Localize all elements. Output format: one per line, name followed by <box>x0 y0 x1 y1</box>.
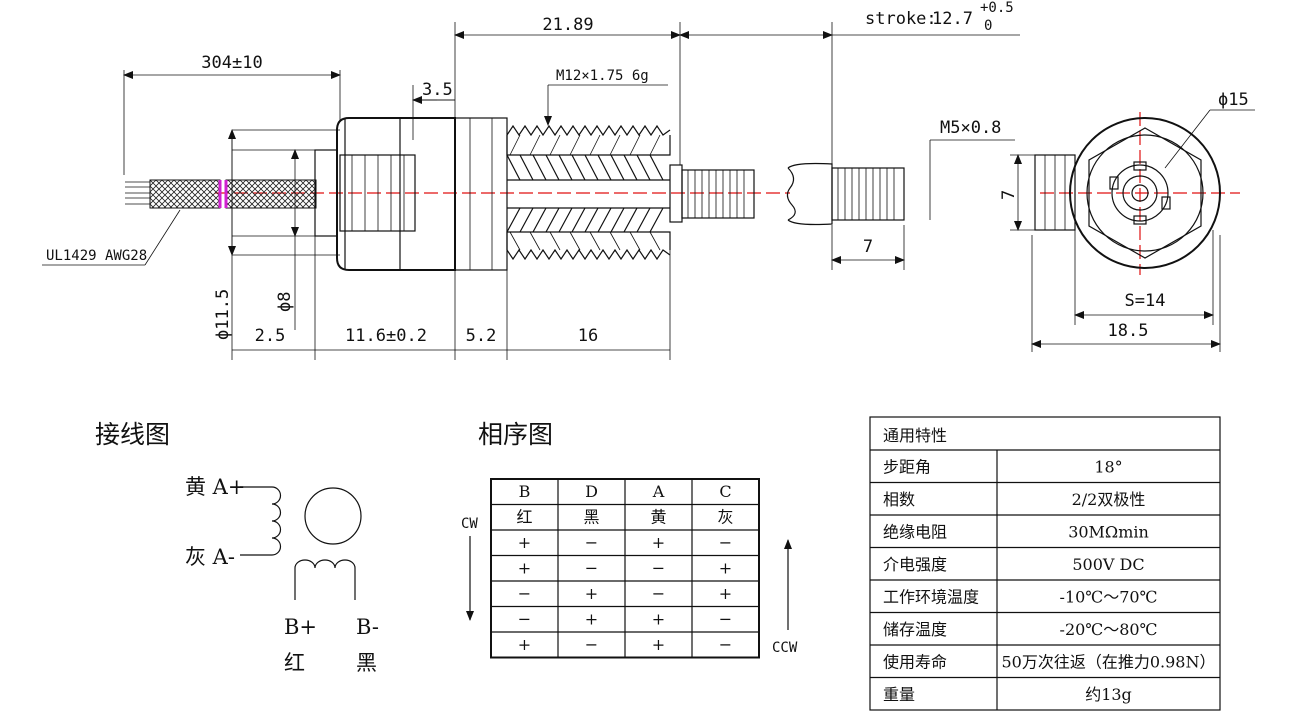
phase-cell: + <box>719 584 732 603</box>
phase-cell: + <box>652 635 665 654</box>
phase-ccw-label: CCW <box>772 640 798 656</box>
phase-color: 灰 <box>717 507 733 526</box>
spec-value: 2/2双极性 <box>1072 490 1146 509</box>
phase-cell: − <box>652 558 665 577</box>
coil-b <box>294 559 356 600</box>
spec-label: 储存温度 <box>883 620 947 639</box>
spec-value: 30MΩmin <box>1068 522 1149 541</box>
dim-lead-length: 304±10 <box>201 53 262 73</box>
wiring-a-plus: 黄 A+ <box>185 475 245 499</box>
spec-value: 50万次往返（在推力0.98N） <box>1002 652 1216 671</box>
spec-label: 步距角 <box>883 457 931 476</box>
phase-cw-label: CW <box>461 516 478 532</box>
phase-table: B D A C 红 黑 黄 灰 + − + − + − − + − + − + − + + − + − + − <box>490 478 760 659</box>
phase-cell: − <box>719 609 732 628</box>
dim-height-7: 7 <box>999 190 1019 200</box>
phase-sequence: 相序图 CW CCW B D A C 红 黑 黄 灰 + − + − + − − + − + − + − + + − + − + − <box>461 420 798 659</box>
motor-body <box>336 117 508 271</box>
wiring-b-plus: B+ <box>284 615 317 639</box>
specs-title: 通用特性 <box>883 426 947 445</box>
wiring-b-plus-color: 红 <box>284 651 305 675</box>
dim-len-5-2: 5.2 <box>466 326 497 346</box>
dim-dia-11-5: ϕ11.5 <box>213 289 233 340</box>
phase-cell: − <box>719 533 732 552</box>
dim-step: 3.5 <box>422 80 453 100</box>
spec-value: 约13g <box>1085 685 1132 704</box>
wiring-b-minus-color: 黑 <box>356 651 377 675</box>
dim-stroke-tol-plus: +0.5 <box>980 0 1014 16</box>
phase-cell: + <box>719 558 732 577</box>
phase-header: A <box>652 482 665 501</box>
phase-title: 相序图 <box>478 420 553 449</box>
phase-cell: + <box>518 558 531 577</box>
dim-stroke-tol-minus: 0 <box>984 18 992 34</box>
phase-cell: − <box>652 584 665 603</box>
phase-cell: + <box>585 584 598 603</box>
coil-a <box>271 486 282 556</box>
dim-len-11-6: 11.6±0.2 <box>345 326 427 346</box>
dim-len-2-5: 2.5 <box>255 326 286 346</box>
spec-label: 重量 <box>883 685 915 704</box>
rotor-symbol <box>304 487 362 545</box>
phase-color: 黄 <box>650 507 666 526</box>
phase-cell: + <box>652 533 665 552</box>
dim-len-7-shaft: 7 <box>863 237 873 257</box>
spec-value: 500V DC <box>1072 555 1144 574</box>
dim-width-18-5: 18.5 <box>1108 321 1149 341</box>
spec-label: 使用寿命 <box>883 652 947 671</box>
spec-value: 18° <box>1094 457 1122 476</box>
lead-screw-shaft <box>681 162 905 226</box>
dim-stroke-value: 12.7 <box>932 9 973 29</box>
phase-color: 红 <box>516 507 532 526</box>
dim-stroke-label: stroke: <box>865 9 937 29</box>
spec-label: 相数 <box>883 490 915 509</box>
spec-value: -10℃～70℃ <box>1060 587 1158 606</box>
phase-cell: − <box>518 584 531 603</box>
wiring-a-minus: 灰 A- <box>185 545 235 569</box>
phase-cell: + <box>518 635 531 654</box>
wiring-diagram: 接线图 黄 A+ 灰 A- B+ B- 红 黑 <box>95 420 379 675</box>
end-view: ϕ15 7 S=14 18.5 <box>999 90 1255 352</box>
dim-thread-main: M12×1.75 6g <box>556 68 649 84</box>
phase-cell: − <box>585 635 598 654</box>
wiring-title: 接线图 <box>95 420 170 449</box>
lead-wires <box>125 179 317 209</box>
phase-header: D <box>585 482 598 501</box>
phase-cell: − <box>585 533 598 552</box>
wiring-b-minus: B- <box>356 615 379 639</box>
phase-cell: + <box>652 609 665 628</box>
phase-header: B <box>519 482 531 501</box>
dim-dia-15: ϕ15 <box>1218 90 1249 110</box>
dim-len-16: 16 <box>578 326 598 346</box>
phase-color: 黑 <box>583 507 599 526</box>
spec-value: -20℃～80℃ <box>1060 620 1158 639</box>
phase-cell: + <box>518 533 531 552</box>
spec-label: 工作环境温度 <box>883 587 979 606</box>
threaded-sleeve <box>506 124 683 261</box>
dim-dia-8: ϕ8 <box>275 292 295 312</box>
phase-header: C <box>719 482 731 501</box>
dim-thread-end: M5×0.8 <box>940 118 1001 138</box>
side-view: 21.89 stroke: 12.7 +0.5 0 304±10 M12×1.7… <box>42 0 1020 360</box>
dim-overall-length: 21.89 <box>542 15 593 35</box>
spec-label: 绝缘电阻 <box>883 522 947 541</box>
dim-wire-label: UL1429 AWG28 <box>46 248 147 264</box>
phase-cell: − <box>719 635 732 654</box>
phase-cell: − <box>585 558 598 577</box>
spec-label: 介电强度 <box>883 555 947 574</box>
dimension-lines <box>42 22 1020 360</box>
dim-hex-s14: S=14 <box>1125 291 1166 311</box>
phase-cell: + <box>585 609 598 628</box>
phase-cell: − <box>518 609 531 628</box>
